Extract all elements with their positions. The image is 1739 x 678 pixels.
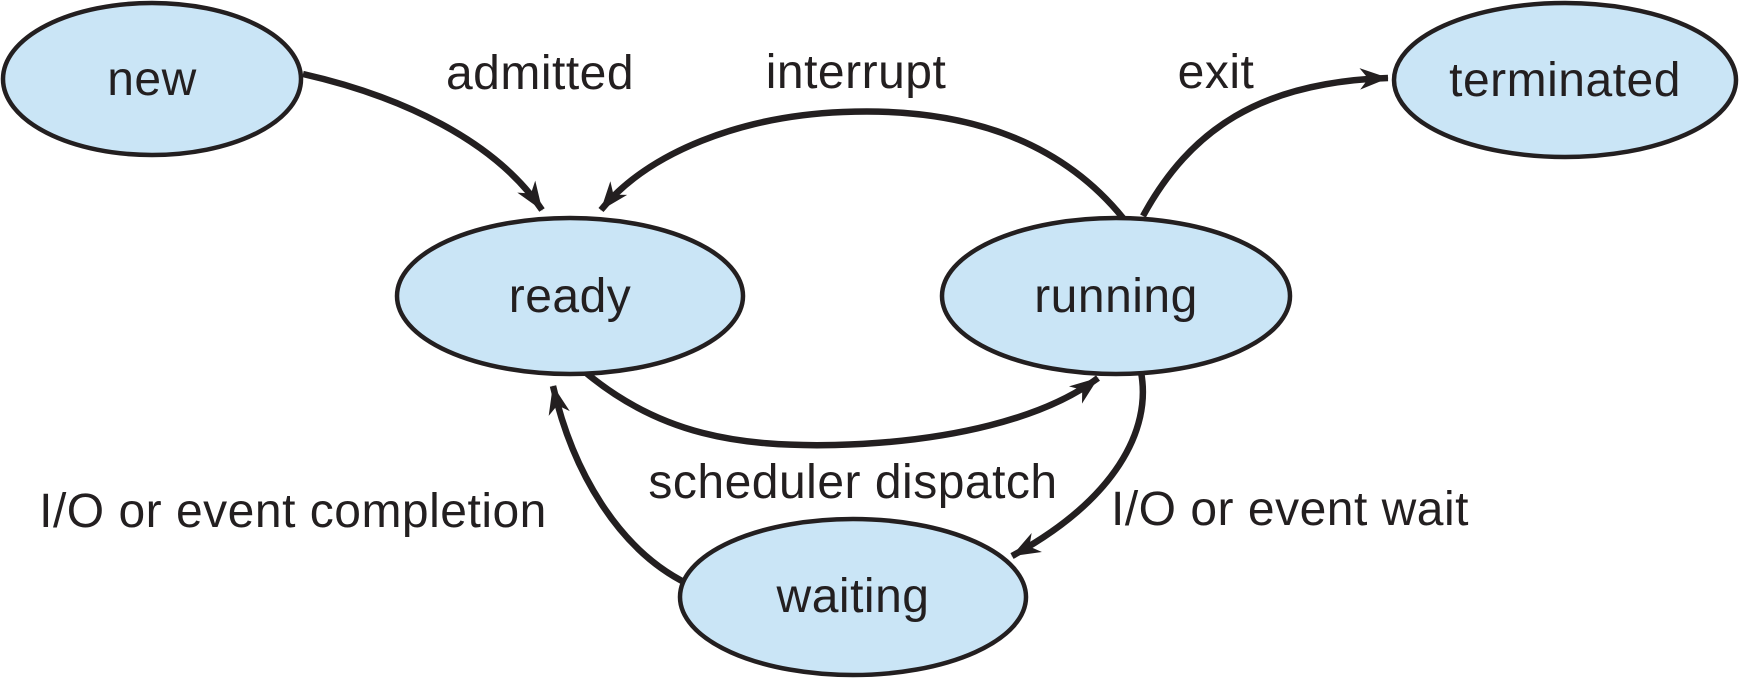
state-ellipse-ready bbox=[394, 215, 746, 377]
state-label-ready: ready bbox=[508, 270, 632, 323]
transition-label-admitted: admitted bbox=[445, 47, 635, 100]
state-label-running: running bbox=[1034, 270, 1198, 323]
transition-path-interrupt bbox=[598, 108, 1126, 221]
state-label-new: new bbox=[107, 53, 197, 106]
state-ellipse-waiting bbox=[677, 516, 1029, 678]
transition-path-scheduler-dispatch bbox=[582, 369, 1100, 449]
transition-label-scheduler-dispatch: scheduler dispatch bbox=[648, 456, 1058, 509]
transition-path-io-completion bbox=[548, 385, 690, 587]
transition-path-io-wait bbox=[1010, 371, 1147, 559]
state-label-terminated: terminated bbox=[1449, 54, 1681, 107]
transition-label-interrupt: interrupt bbox=[765, 46, 947, 99]
state-label-waiting: waiting bbox=[776, 570, 930, 623]
transition-label-exit: exit bbox=[1177, 46, 1255, 99]
state-ellipse-terminated bbox=[1391, 0, 1739, 160]
state-ellipse-new bbox=[0, 0, 304, 158]
transition-label-io-completion: I/O or event completion bbox=[39, 485, 547, 538]
transition-path-exit bbox=[1140, 68, 1389, 218]
transition-path-admitted bbox=[302, 70, 545, 212]
state-ellipse-running bbox=[939, 215, 1293, 377]
transition-label-io-wait: I/O or event wait bbox=[1111, 483, 1469, 536]
